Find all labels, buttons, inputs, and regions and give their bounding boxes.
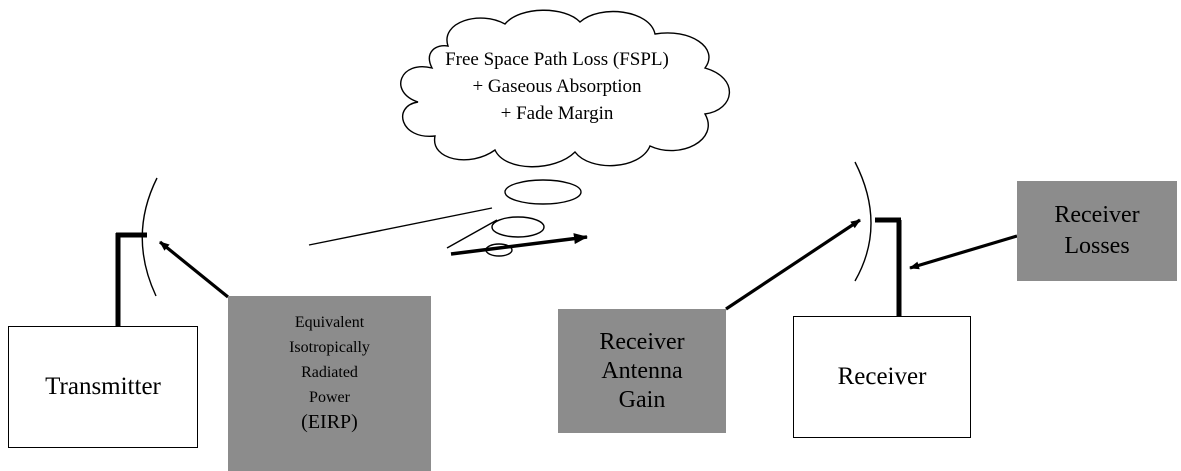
signal-path-diagonal bbox=[446, 219, 498, 249]
eirp-line-abbrev: (EIRP) bbox=[301, 411, 358, 433]
thought-bubble-large bbox=[504, 179, 582, 205]
eirp-line-equivalent: Equivalent bbox=[294, 314, 365, 331]
rx-gain-line-receiver: Receiver bbox=[599, 328, 685, 355]
signal-arrow bbox=[450, 233, 588, 256]
receiver-box: Receiver bbox=[793, 316, 971, 438]
receiver-losses-box: Receiver Losses bbox=[1017, 181, 1177, 281]
receiver-antenna-gain-box: Receiver Antenna Gain bbox=[558, 309, 726, 433]
signal-path-line bbox=[308, 207, 493, 246]
rx-gain-line-antenna: Antenna bbox=[601, 357, 683, 384]
rx-gain-arrow bbox=[725, 218, 861, 311]
rx-gain-line-gain: Gain bbox=[618, 386, 666, 413]
cloud-shape bbox=[400, 9, 731, 168]
rx-losses-line-receiver: Receiver bbox=[1054, 202, 1140, 228]
eirp-line-isotropically: Isotropically bbox=[289, 339, 370, 356]
rx-losses-arrow bbox=[909, 234, 1018, 270]
cloud-line-gaseous: + Gaseous Absorption bbox=[472, 76, 642, 97]
rx-losses-line-losses: Losses bbox=[1064, 233, 1130, 259]
eirp-line-radiated: Radiated bbox=[301, 364, 358, 381]
cloud-line-fspl: Free Space Path Loss (FSPL) bbox=[445, 49, 669, 70]
transmitter-label: Transmitter bbox=[45, 373, 161, 400]
transmitter-box: Transmitter bbox=[8, 326, 198, 448]
thought-bubble-medium bbox=[491, 216, 545, 238]
receiver-label: Receiver bbox=[837, 363, 927, 390]
cloud-label: Free Space Path Loss (FSPL) + Gaseous Ab… bbox=[432, 46, 682, 127]
cloud-line-fade: + Fade Margin bbox=[500, 103, 614, 124]
eirp-arrow bbox=[158, 240, 230, 299]
eirp-box: Equivalent Isotropically Radiated Power … bbox=[228, 296, 431, 471]
transmitter-antenna-dish bbox=[141, 177, 158, 297]
receiver-antenna-dish bbox=[854, 161, 872, 282]
eirp-line-power: Power bbox=[309, 389, 350, 406]
